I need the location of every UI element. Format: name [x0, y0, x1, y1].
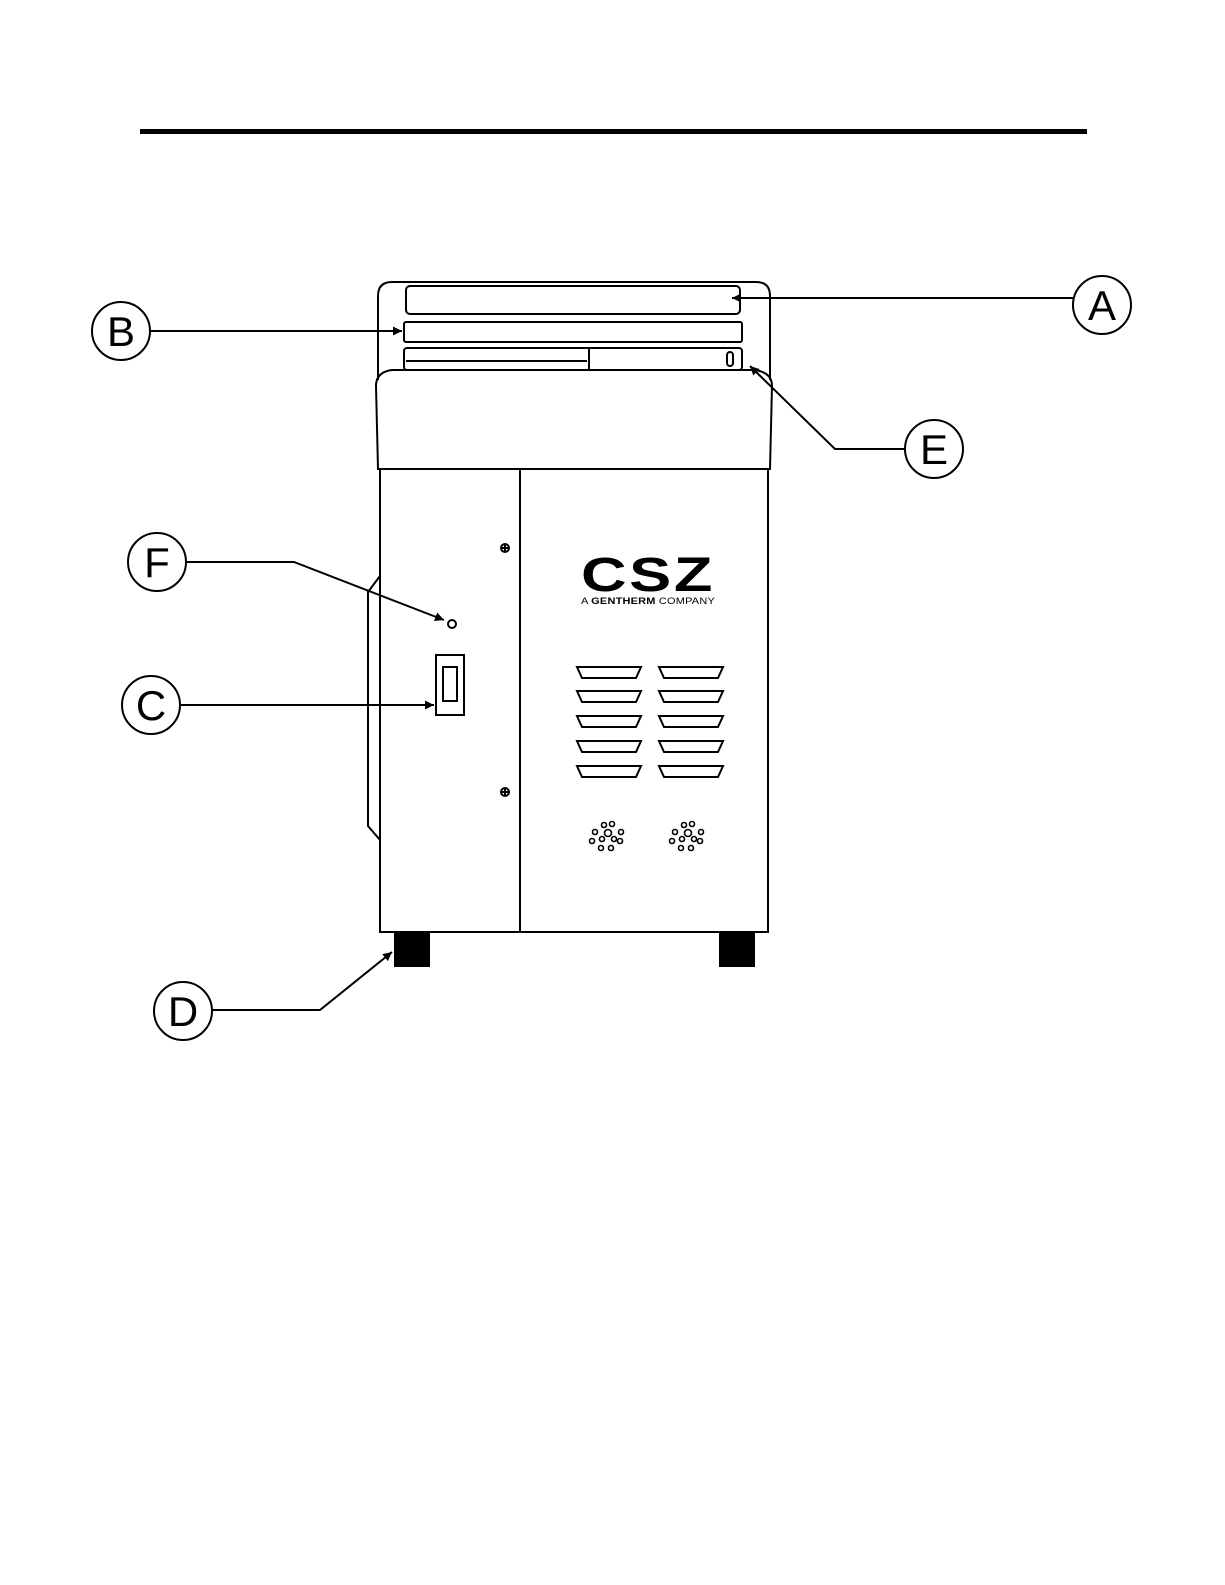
latch-e — [727, 352, 733, 366]
logo-tagline: A GENTHERM COMPANY — [581, 596, 716, 607]
callout-e: E — [905, 420, 963, 478]
cabinet-body — [368, 469, 768, 932]
fan-port-icon — [670, 822, 704, 851]
callout-label: B — [107, 308, 135, 355]
callout-label: A — [1088, 282, 1116, 329]
callout-b: B — [92, 302, 150, 360]
power-switch-rocker — [443, 667, 457, 701]
callout-a: A — [1073, 276, 1131, 334]
panel-e-bar — [404, 348, 742, 370]
leader-d — [212, 952, 392, 1010]
middle-hood — [376, 370, 772, 469]
screw-icon — [501, 788, 509, 796]
indicator-light-f — [448, 620, 456, 628]
side-handle — [368, 576, 380, 840]
callout-label: C — [136, 682, 166, 729]
panel-b — [404, 322, 742, 342]
leader-e — [750, 366, 906, 449]
callout-label: D — [168, 988, 198, 1035]
power-switch-c — [436, 655, 464, 715]
logo: CSZ A GENTHERM COMPANY — [581, 549, 716, 607]
leader-lines — [151, 298, 1074, 1010]
foot-left — [394, 933, 430, 967]
top-panel-a — [406, 286, 740, 314]
logo-main: CSZ — [581, 549, 715, 602]
leader-f — [187, 562, 444, 620]
callout-c: C — [122, 676, 180, 734]
vent-grille — [577, 667, 723, 777]
callout-d: D — [154, 982, 212, 1040]
callout-label: E — [920, 426, 948, 473]
callout-label: F — [144, 539, 170, 586]
foot-right — [719, 933, 755, 967]
top-housing — [378, 282, 770, 380]
fan-port-icon — [590, 822, 624, 851]
callout-f: F — [128, 533, 186, 591]
screw-icon — [501, 544, 509, 552]
